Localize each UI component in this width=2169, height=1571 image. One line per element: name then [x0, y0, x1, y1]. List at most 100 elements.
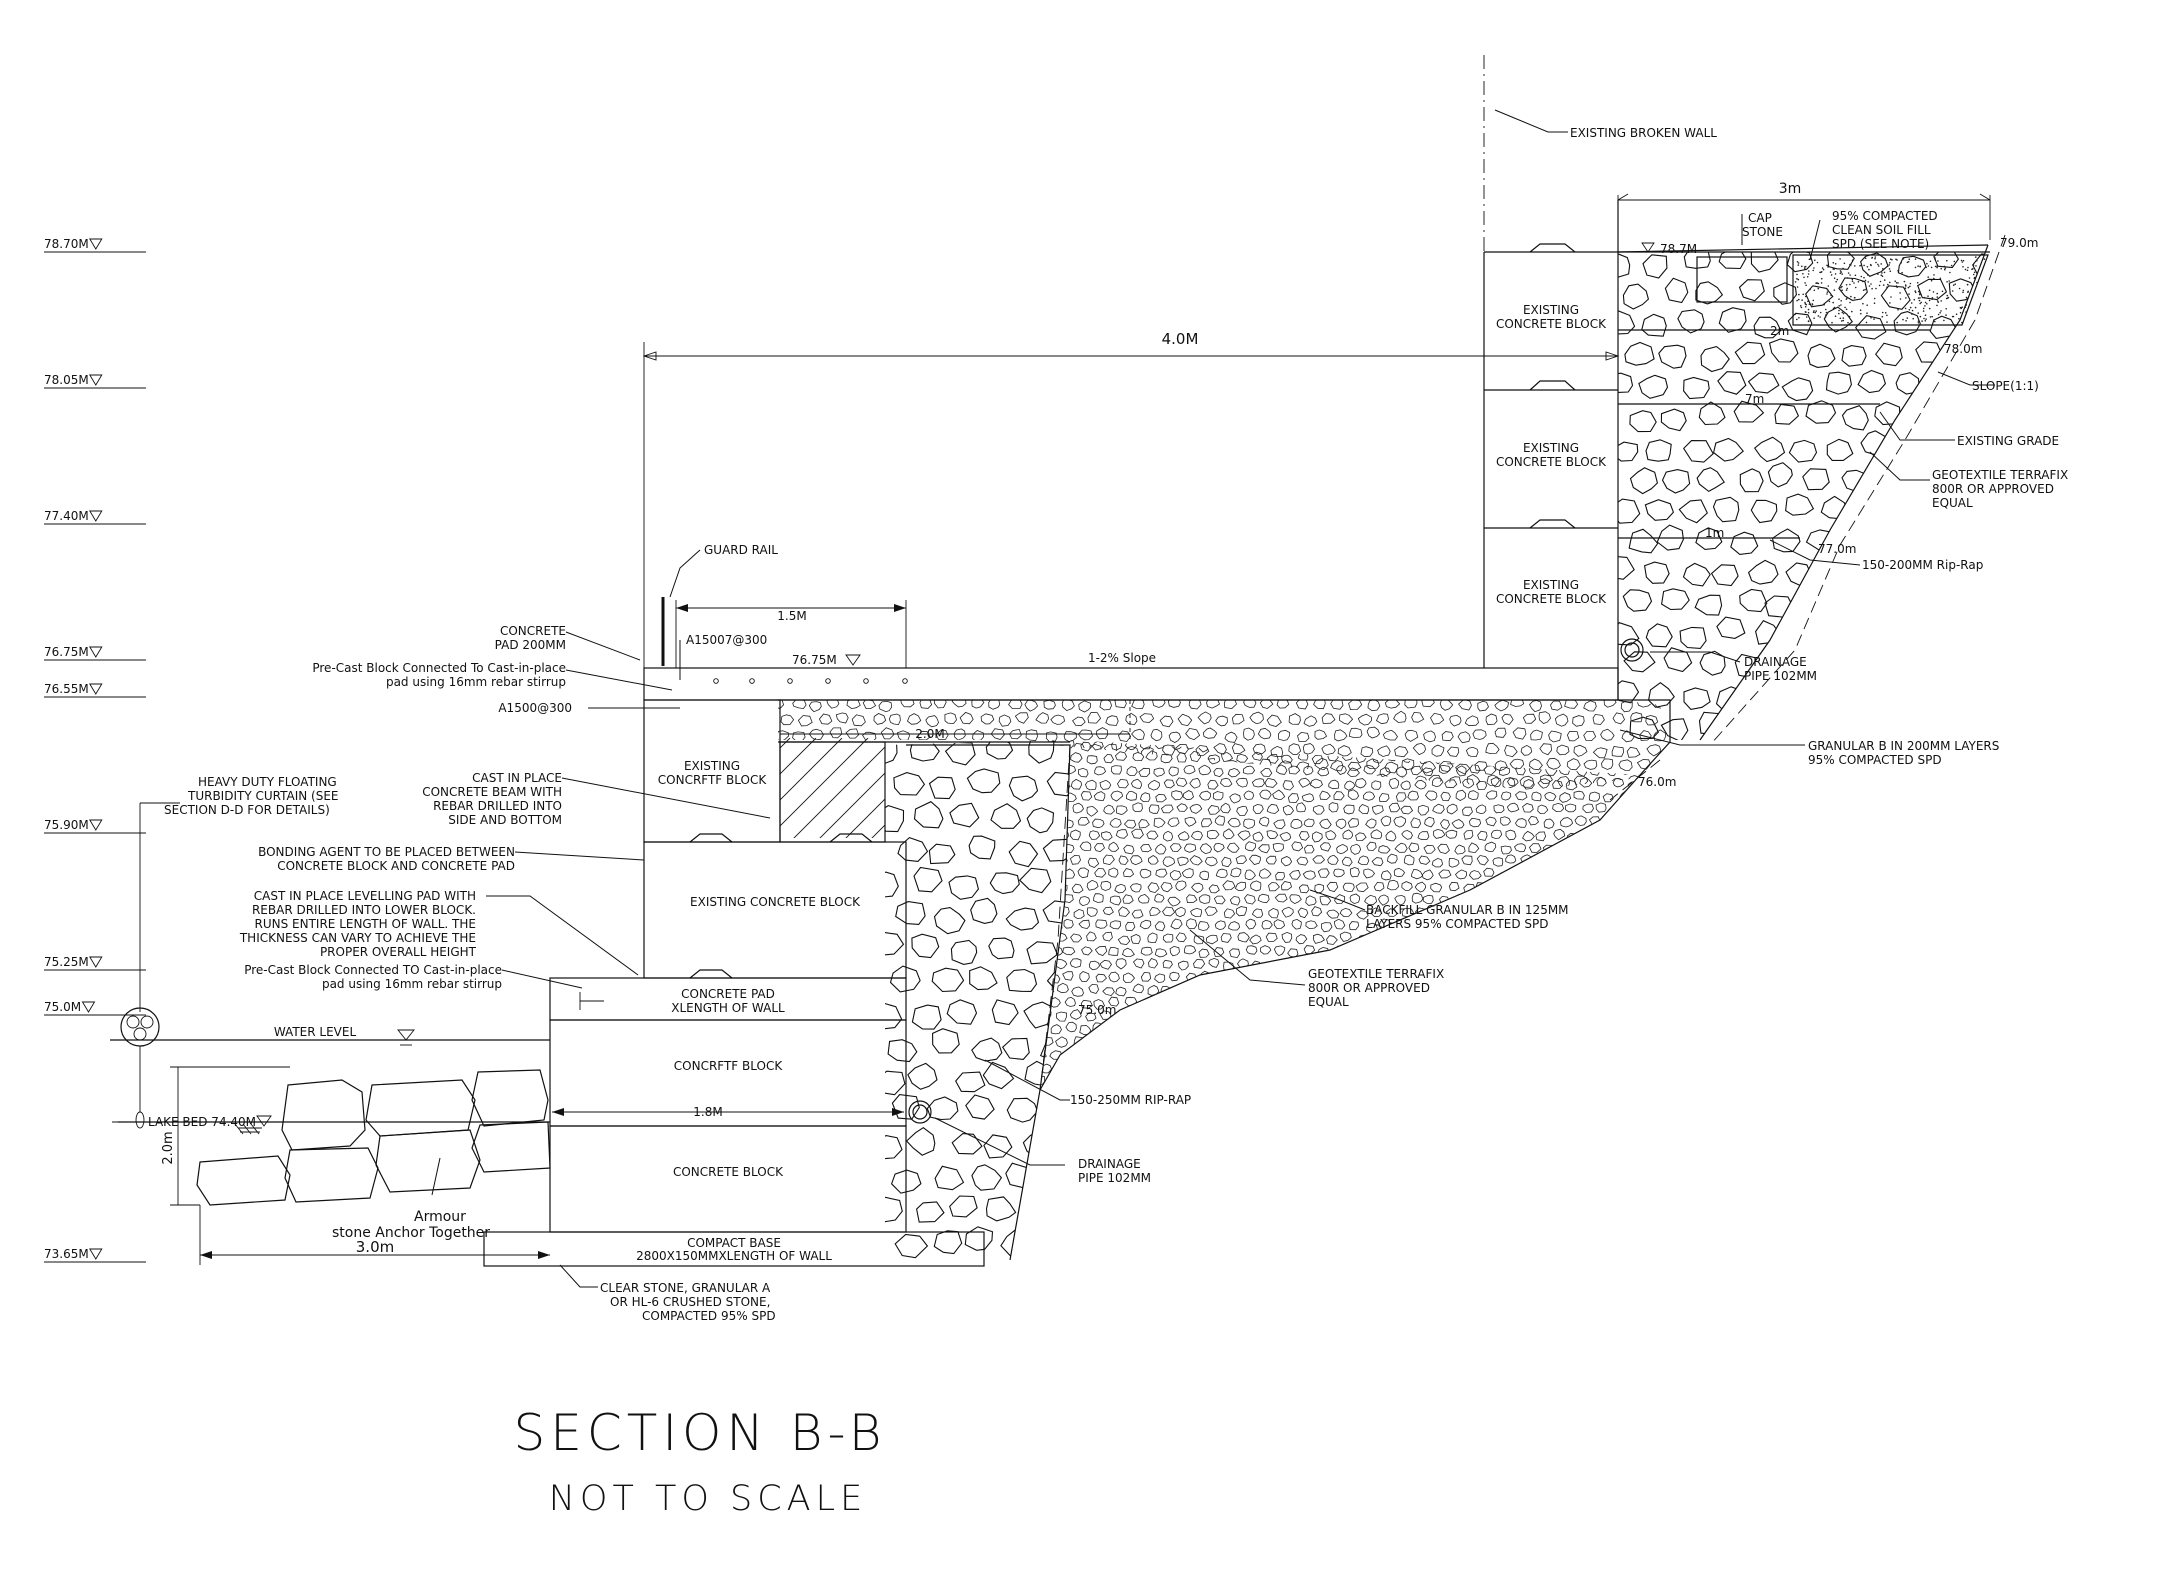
label-clear-stone-3: COMPACTED 95% SPD	[642, 1309, 776, 1323]
label-armour-1: Armour	[414, 1209, 466, 1225]
label-armour-2: stone Anchor Together	[332, 1225, 490, 1241]
rebar-dots	[713, 678, 908, 684]
dim-4m: 4.0M	[1162, 330, 1199, 348]
label-existing-broken-wall: EXISTING BROKEN WALL	[1570, 126, 1717, 140]
elevation-marker: 73.65M	[44, 1247, 146, 1263]
elevation-label: 76.55M	[44, 682, 89, 696]
label-riprap-bot: 150-250MM RIP-RAP	[1070, 1093, 1191, 1107]
label-drainage-bot-1: DRAINAGE	[1078, 1157, 1141, 1171]
cap-stone	[1696, 256, 1788, 303]
label-water-level: WATER LEVEL	[274, 1025, 357, 1039]
label-top-elev: 78.7M	[1660, 242, 1697, 256]
elevation-label: 76.75M	[44, 645, 89, 659]
label-soil-2: CLEAN SOIL FILL	[1832, 223, 1931, 237]
drainage-pipe-upper	[1620, 638, 1644, 662]
granular-b-top	[778, 700, 1670, 790]
label-existing-grade: EXISTING GRADE	[1957, 434, 2059, 448]
label-levelling-2: REBAR DRILLED INTO LOWER BLOCK.	[252, 903, 476, 917]
label-rebar-b: A1500@300	[498, 701, 572, 715]
label-granular-2: 95% COMPACTED SPD	[1808, 753, 1942, 767]
elevation-label: 75.25M	[44, 955, 89, 969]
label-geo-bot-3: EQUAL	[1308, 995, 1349, 1009]
label-pad-wall-2: XLENGTH OF WALL	[671, 1001, 785, 1015]
elevation-label: 78.70M	[44, 237, 89, 251]
elevation-label: 75.90M	[44, 818, 89, 832]
label-pad-elev: 76.75M	[792, 653, 837, 667]
label-existing-block-1a: EXISTING	[1523, 303, 1579, 317]
label-pad-wall-1: CONCRETE PAD	[681, 987, 775, 1001]
label-existing-concrtf-1: EXISTING	[684, 759, 740, 773]
label-existing-block-3a: EXISTING	[1523, 578, 1579, 592]
label-precast-bot-1: Pre-Cast Block Connected TO Cast-in-plac…	[244, 963, 502, 977]
label-cap-stone-1: CAP	[1748, 211, 1772, 225]
dim-3m: 3m	[1779, 181, 1802, 197]
label-geo-top-3: EQUAL	[1932, 496, 1973, 510]
label-concrete-pad-2: PAD 200MM	[495, 638, 566, 652]
label-levelling-3: RUNS ENTIRE LENGTH OF WALL. THE	[255, 917, 477, 931]
drainage-pipe-lower	[908, 1100, 932, 1124]
label-backfill-2: LAYERS 95% COMPACTED SPD	[1366, 917, 1549, 931]
elevation-label: 73.65M	[44, 1247, 89, 1261]
label-turbidity-1: HEAVY DUTY FLOATING	[198, 775, 337, 789]
label-drainage-top-1: DRAINAGE	[1744, 655, 1807, 669]
label-drainage-bot-2: PIPE 102MM	[1078, 1171, 1151, 1185]
label-soil-1: 95% COMPACTED	[1832, 209, 1938, 223]
label-drainage-top-2: PIPE 102MM	[1744, 669, 1817, 683]
label-cast-beam-1: CAST IN PLACE	[472, 771, 562, 785]
dim-armour-2m: 2.0m	[161, 1131, 176, 1164]
label-geo-top-2: 800R OR APPROVED	[1932, 482, 2054, 496]
elevation-label: 75.0M	[44, 1000, 81, 1014]
dim-inner-7m: 7m	[1745, 392, 1764, 406]
elevation-marker: 78.05M	[44, 373, 146, 389]
drawing-title: SECTION B-B	[514, 1404, 887, 1462]
label-cast-beam-3: REBAR DRILLED INTO	[433, 799, 562, 813]
elevation-marker: 77.40M	[44, 509, 146, 525]
label-precast-bot-2: pad using 16mm rebar stirrup	[322, 977, 502, 991]
elevation-marker: 76.75M	[44, 645, 146, 661]
label-geo-top-1: GEOTEXTILE TERRAFIX	[1932, 468, 2068, 482]
label-clear-stone-2: OR HL-6 CRUSHED STONE,	[610, 1295, 770, 1309]
armour-stones	[196, 1069, 551, 1206]
label-concrete-pad-1: CONCRETE	[500, 624, 566, 638]
label-76m: 76.0m	[1638, 775, 1676, 789]
label-existing-block-2b: CONCRETE BLOCK	[1496, 455, 1607, 469]
label-slope-ratio: SLOPE(1:1)	[1972, 379, 2039, 393]
dim-armour-3m: 3.0m	[356, 1238, 394, 1256]
label-existing-concrete-block: EXISTING CONCRETE BLOCK	[690, 895, 861, 909]
label-granular-1: GRANULAR B IN 200MM LAYERS	[1808, 739, 1999, 753]
dim-2m: 2.0M	[915, 727, 944, 741]
riprap-lower	[885, 740, 1070, 1259]
leader-lines	[112, 109, 1995, 1288]
label-compact-base-2: 2800X150MMXLENGTH OF WALL	[636, 1249, 832, 1263]
label-clear-stone-1: CLEAR STONE, GRANULAR A	[600, 1281, 771, 1295]
label-riprap-top: 150-200MM Rip-Rap	[1862, 558, 1983, 572]
label-slope-pct: 1-2% Slope	[1088, 651, 1156, 665]
label-cast-beam-4: SIDE AND BOTTOM	[448, 813, 562, 827]
elevation-label: 78.05M	[44, 373, 89, 387]
label-75m: 75.0m	[1078, 1003, 1116, 1017]
label-compact-base-1: COMPACT BASE	[687, 1236, 781, 1250]
label-geo-bot-2: 800R OR APPROVED	[1308, 981, 1430, 995]
label-turbidity-2: TURBIDITY CURTAIN (SEE	[187, 789, 339, 803]
label-turbidity-3: SECTION D-D FOR DETAILS)	[164, 803, 330, 817]
label-existing-block-1b: CONCRETE BLOCK	[1496, 317, 1607, 331]
concrete-pad-200mm	[643, 667, 1619, 701]
elevation-marker: 75.25M	[44, 955, 146, 971]
elevation-markers: 78.70M 78.05M 77.40M 76.75M 76.55M 75.90M 75.2…	[44, 237, 146, 1263]
upper-wall	[1483, 55, 1990, 700]
elevation-marker: 76.55M	[44, 682, 146, 698]
label-78m: 78.0m	[1944, 342, 1982, 356]
label-concrftf-block: CONCRFTF BLOCK	[674, 1059, 784, 1073]
label-existing-block-2a: EXISTING	[1523, 441, 1579, 455]
elevation-label: 77.40M	[44, 509, 89, 523]
label-bonding-2: CONCRETE BLOCK AND CONCRETE PAD	[277, 859, 515, 873]
elevation-marker: 75.90M	[44, 818, 146, 834]
label-cap-stone-2: STONE	[1742, 225, 1783, 239]
label-existing-block-3b: CONCRETE BLOCK	[1496, 592, 1607, 606]
dim-inner-1m: 1m	[1705, 526, 1724, 540]
label-77m: 77.0m	[1818, 542, 1856, 556]
label-levelling-4: THICKNESS CAN VARY TO ACHIEVE THE	[239, 931, 476, 945]
labels: EXISTING BROKEN WALL 3m CAP STONE 95% CO…	[148, 126, 2068, 1323]
elevation-marker: 78.70M	[44, 237, 146, 253]
